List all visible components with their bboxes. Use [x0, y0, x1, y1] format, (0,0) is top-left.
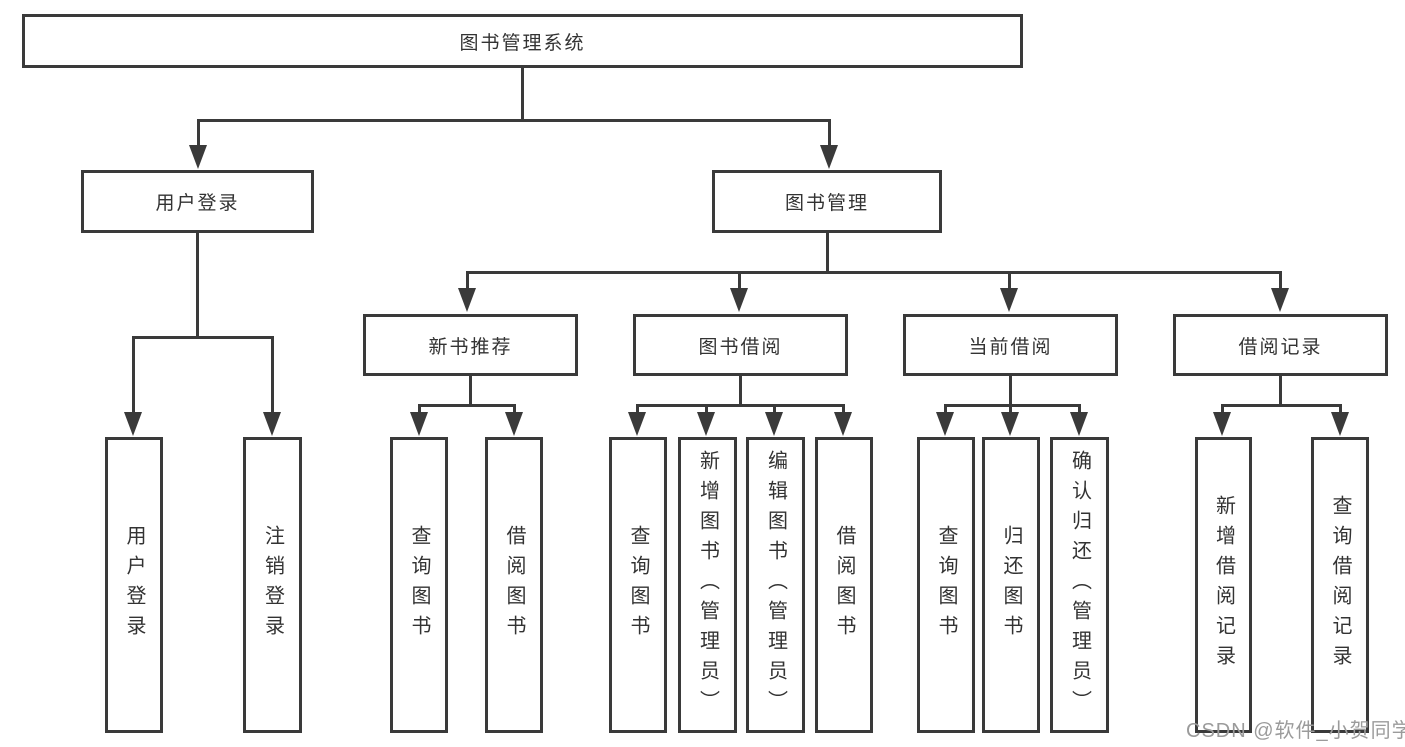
connector-vline [828, 119, 831, 148]
connector-vline [466, 271, 469, 291]
connector-hline [197, 119, 831, 122]
leaf-return-book: 归还图书 [982, 437, 1040, 733]
arrowhead-icon [1000, 288, 1018, 312]
leaf-recommend-borrow-book-label: 借阅图书 [503, 525, 525, 645]
node-book-borrow: 图书借阅 [633, 314, 848, 376]
leaf-recommend-query-book: 查询图书 [390, 437, 448, 733]
arrowhead-icon [730, 288, 748, 312]
arrowhead-icon [263, 412, 281, 436]
connector-vline [418, 404, 421, 414]
leaf-query-borrow-record: 查询借阅记录 [1311, 437, 1369, 733]
leaf-recommend-borrow-book: 借阅图书 [485, 437, 543, 733]
leaf-return-book-label: 归还图书 [1000, 525, 1022, 645]
node-book-management: 图书管理 [712, 170, 942, 233]
connector-vline [1009, 376, 1012, 407]
connector-vline [842, 404, 845, 414]
connector-vline [513, 404, 516, 414]
node-borrow-record-label: 借阅记录 [1238, 336, 1323, 358]
leaf-add-book-admin-label: 新增图书（管理员） [696, 450, 719, 720]
connector-vline [196, 233, 199, 338]
connector-hline [636, 404, 845, 407]
connector-vline [738, 271, 741, 291]
arrowhead-icon [820, 145, 838, 169]
leaf-current-query-book: 查询图书 [917, 437, 975, 733]
leaf-borrow-book-label: 借阅图书 [833, 525, 855, 645]
leaf-query-borrow-record-label: 查询借阅记录 [1329, 495, 1351, 675]
connector-hline [132, 336, 274, 339]
leaf-edit-book-admin: 编辑图书（管理员） [746, 437, 805, 733]
node-new-book-recommend: 新书推荐 [363, 314, 578, 376]
arrowhead-icon [189, 145, 207, 169]
leaf-user-login: 用户登录 [105, 437, 163, 733]
connector-vline [1008, 271, 1011, 291]
connector-vline [197, 119, 200, 148]
connector-vline [132, 336, 135, 415]
leaf-add-book-admin: 新增图书（管理员） [678, 437, 737, 733]
leaf-recommend-query-book-label: 查询图书 [408, 525, 430, 645]
connector-vline [1009, 404, 1012, 414]
connector-vline [1279, 376, 1282, 407]
leaf-add-borrow-record-label: 新增借阅记录 [1212, 495, 1235, 675]
node-root: 图书管理系统 [22, 14, 1023, 68]
node-new-book-recommend-label: 新书推荐 [428, 336, 513, 358]
arrowhead-icon [1001, 412, 1019, 436]
node-user-login: 用户登录 [81, 170, 314, 233]
arrowhead-icon [124, 412, 142, 436]
arrowhead-icon [834, 412, 852, 436]
leaf-logout: 注销登录 [243, 437, 302, 733]
arrowhead-icon [1213, 412, 1231, 436]
connector-hline [944, 404, 1081, 407]
connector-hline [467, 271, 1282, 274]
connector-vline [521, 68, 524, 121]
node-user-login-label: 用户登录 [155, 193, 240, 214]
leaf-borrow-query-book-label: 查询图书 [627, 525, 649, 645]
connector-vline [1339, 404, 1342, 414]
arrowhead-icon [697, 412, 715, 436]
leaf-user-login-label: 用户登录 [123, 525, 145, 645]
leaf-current-query-book-label: 查询图书 [935, 525, 957, 645]
arrowhead-icon [505, 412, 523, 436]
leaf-add-borrow-record: 新增借阅记录 [1195, 437, 1252, 733]
connector-hline [1221, 404, 1341, 407]
connector-vline [1078, 404, 1081, 414]
leaf-confirm-return-admin-label: 确认归还（管理员） [1068, 450, 1091, 720]
leaf-borrow-query-book: 查询图书 [609, 437, 667, 733]
connector-vline [944, 404, 947, 414]
leaf-logout-label: 注销登录 [261, 525, 284, 645]
arrowhead-icon [936, 412, 954, 436]
node-root-label: 图书管理系统 [459, 32, 586, 54]
connector-hline [418, 404, 516, 407]
arrowhead-icon [1331, 412, 1349, 436]
node-current-borrow-label: 当前借阅 [968, 336, 1053, 358]
leaf-edit-book-admin-label: 编辑图书（管理员） [764, 450, 787, 720]
connector-vline [773, 404, 776, 414]
connector-vline [636, 404, 639, 414]
watermark-text: CSDN @软件_小贺同学 [1186, 720, 1405, 742]
node-borrow-record: 借阅记录 [1173, 314, 1388, 376]
arrowhead-icon [410, 412, 428, 436]
node-book-management-label: 图书管理 [784, 193, 869, 214]
connector-vline [271, 336, 274, 415]
arrowhead-icon [1271, 288, 1289, 312]
leaf-borrow-book: 借阅图书 [815, 437, 873, 733]
connector-vline [1221, 404, 1224, 414]
connector-vline [739, 376, 742, 407]
connector-vline [469, 376, 472, 407]
arrowhead-icon [458, 288, 476, 312]
connector-vline [826, 233, 829, 274]
arrowhead-icon [628, 412, 646, 436]
node-current-borrow: 当前借阅 [903, 314, 1118, 376]
arrowhead-icon [765, 412, 783, 436]
node-book-borrow-label: 图书借阅 [698, 336, 783, 358]
connector-vline [705, 404, 708, 414]
leaf-confirm-return-admin: 确认归还（管理员） [1050, 437, 1109, 733]
connector-vline [1279, 271, 1282, 291]
arrowhead-icon [1070, 412, 1088, 436]
